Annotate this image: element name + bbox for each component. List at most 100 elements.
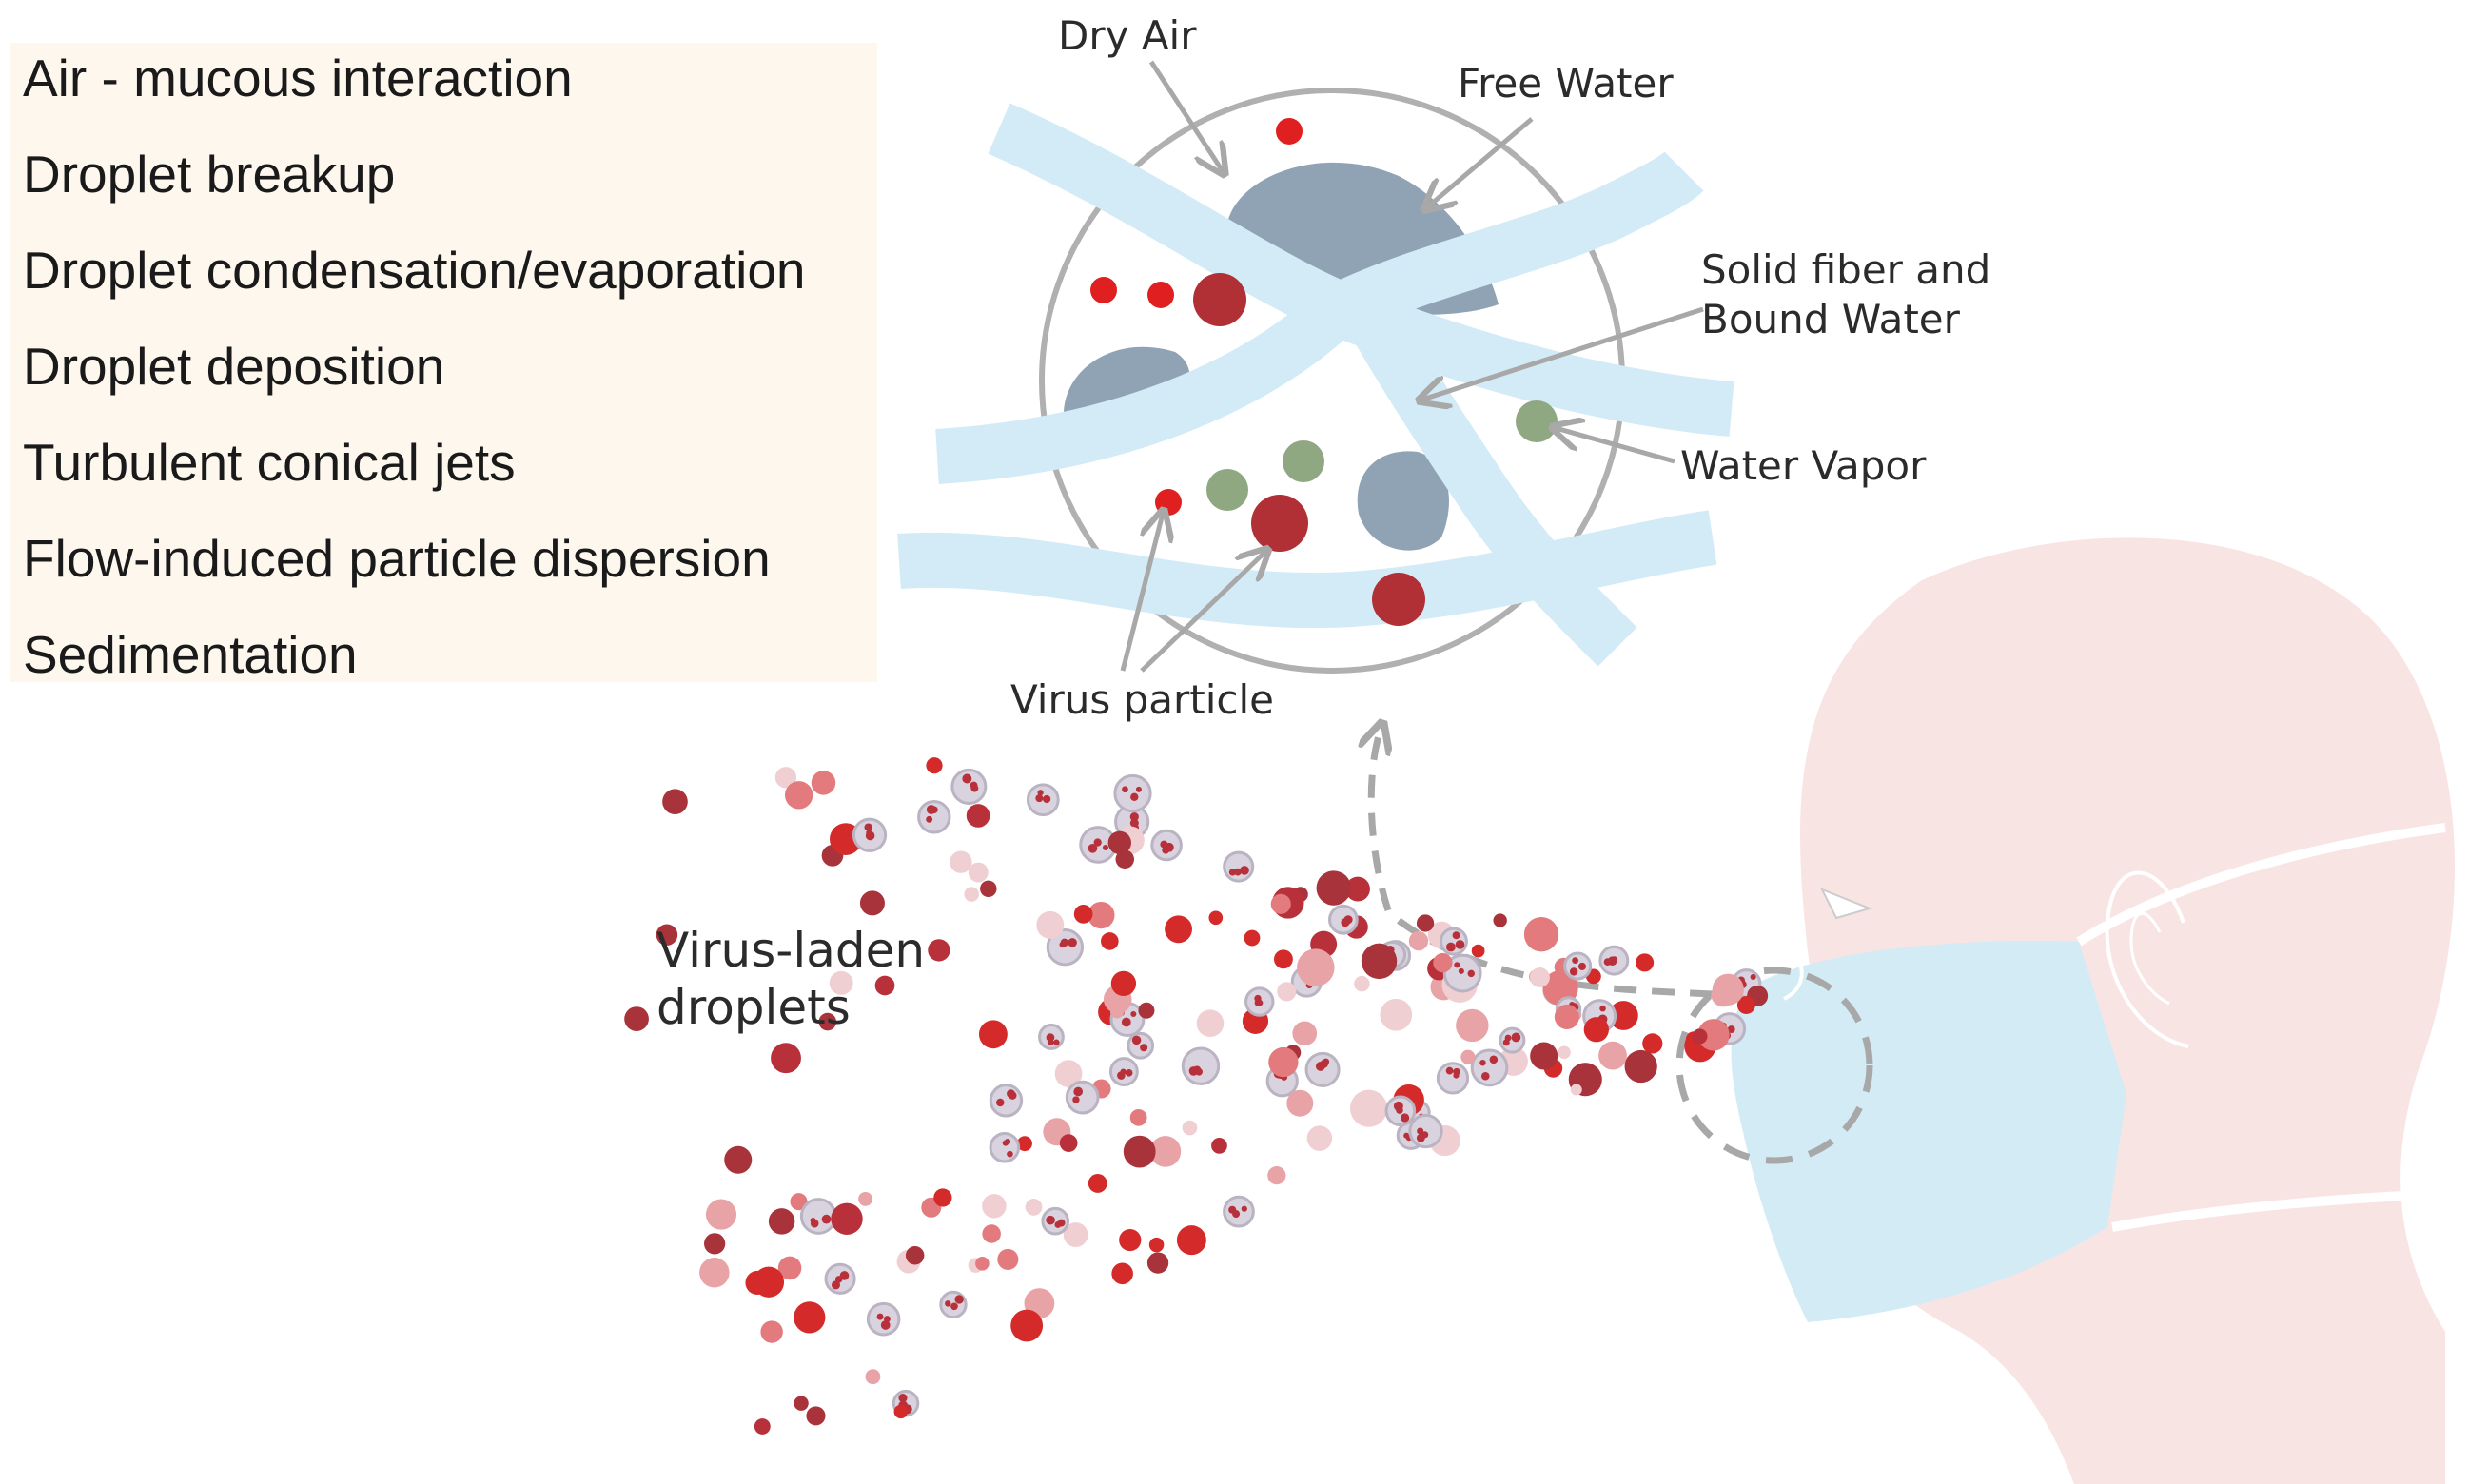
droplet <box>1493 913 1507 928</box>
pointer-arrow <box>1140 552 1265 673</box>
droplet <box>824 1262 856 1295</box>
droplet <box>1111 1262 1133 1285</box>
droplet <box>1384 1095 1417 1127</box>
droplet <box>975 1257 990 1271</box>
droplet <box>1712 973 1744 1006</box>
process-item: Flow-induced particle dispersion <box>23 529 771 588</box>
droplet <box>1026 783 1060 817</box>
droplet <box>1110 970 1137 997</box>
droplet <box>905 1246 925 1265</box>
droplet <box>1361 943 1398 980</box>
droplet <box>1223 1195 1255 1228</box>
droplet <box>724 1145 753 1174</box>
droplet <box>1113 773 1152 813</box>
droplet <box>1017 1136 1032 1152</box>
mask-strap-top <box>2076 823 2446 947</box>
droplet <box>1273 949 1293 969</box>
droplet <box>1025 1199 1043 1216</box>
droplet <box>964 887 979 902</box>
droplet <box>1530 1042 1558 1070</box>
droplet <box>1439 927 1468 956</box>
droplet <box>859 890 885 916</box>
droplet <box>1442 953 1482 993</box>
droplet <box>928 939 950 962</box>
droplet <box>1316 870 1351 906</box>
droplet <box>806 1406 826 1426</box>
droplet <box>950 850 972 873</box>
droplet <box>1636 953 1655 972</box>
process-item: Droplet deposition <box>23 337 445 396</box>
droplet <box>1408 930 1429 951</box>
droplet <box>829 970 853 995</box>
droplet <box>799 1198 837 1235</box>
droplet <box>1010 1309 1044 1342</box>
label-virus-particle: Virus particle <box>1010 676 1274 723</box>
droplet <box>1380 998 1413 1031</box>
droplet <box>1328 904 1359 935</box>
face-mask <box>1731 823 2446 1322</box>
droplet <box>1354 975 1370 992</box>
droplet <box>1736 996 1755 1015</box>
droplet <box>1182 1120 1198 1136</box>
droplet <box>980 880 997 898</box>
droplet <box>1471 944 1485 958</box>
droplet <box>1181 1046 1221 1085</box>
droplet <box>939 1290 968 1319</box>
droplet <box>1101 932 1119 950</box>
label-water-vapor: Water Vapor <box>1680 442 1927 489</box>
droplet <box>777 1256 802 1280</box>
droplet <box>982 1224 1001 1243</box>
process-item: Droplet condensation/evaporation <box>23 241 806 300</box>
droplet <box>997 1248 1019 1270</box>
droplet <box>1563 951 1593 981</box>
zoom-circle <box>1675 967 1873 1164</box>
droplet <box>989 1131 1021 1163</box>
droplet <box>926 757 943 774</box>
droplet <box>1624 1049 1657 1084</box>
zoom-arrow <box>1371 732 1714 998</box>
virus-particle-dot <box>1193 273 1246 326</box>
droplet <box>982 1194 1007 1219</box>
droplet <box>794 1396 809 1411</box>
virus-particle-dot <box>1090 277 1117 303</box>
droplet <box>1277 982 1297 1002</box>
droplet <box>1146 1252 1169 1274</box>
process-item: Sedimentation <box>23 625 358 684</box>
droplet <box>1558 1045 1571 1060</box>
droplet-plume <box>624 757 1769 1435</box>
droplet <box>768 1208 795 1235</box>
droplet <box>858 1191 873 1206</box>
droplet <box>989 1084 1024 1118</box>
droplet <box>1150 829 1183 862</box>
droplet <box>656 924 678 946</box>
droplet <box>917 800 951 834</box>
label-free-water: Free Water <box>1458 60 1674 107</box>
water-vapor-dot <box>1283 440 1324 482</box>
droplet <box>1598 1041 1627 1070</box>
droplet <box>966 804 990 828</box>
droplet <box>968 862 989 883</box>
label-droplets: droplets <box>656 980 851 1035</box>
droplet <box>1292 1021 1318 1046</box>
droplet <box>1108 1057 1139 1087</box>
droplet <box>760 1320 783 1343</box>
droplet <box>1127 1031 1155 1060</box>
free-water-blob <box>1357 451 1449 551</box>
label-solid-fiber: Solid fiber and <box>1701 246 1991 293</box>
droplet <box>831 1202 863 1235</box>
droplet <box>699 1258 730 1288</box>
mask-strap-bottom <box>2111 1189 2446 1232</box>
droplet <box>1306 1125 1333 1151</box>
droplet <box>1123 1135 1156 1168</box>
droplet <box>1244 986 1275 1017</box>
droplet <box>1063 1222 1088 1247</box>
droplet <box>784 781 813 810</box>
droplet <box>1270 893 1291 914</box>
droplet <box>1416 914 1435 932</box>
fiber <box>897 510 1717 629</box>
eye-icon <box>1819 888 1873 920</box>
label-dry-air: Dry Air <box>1058 12 1197 59</box>
process-list: Air - mucous interaction Droplet breakup… <box>10 43 877 682</box>
pointer-arrow <box>1427 117 1534 207</box>
